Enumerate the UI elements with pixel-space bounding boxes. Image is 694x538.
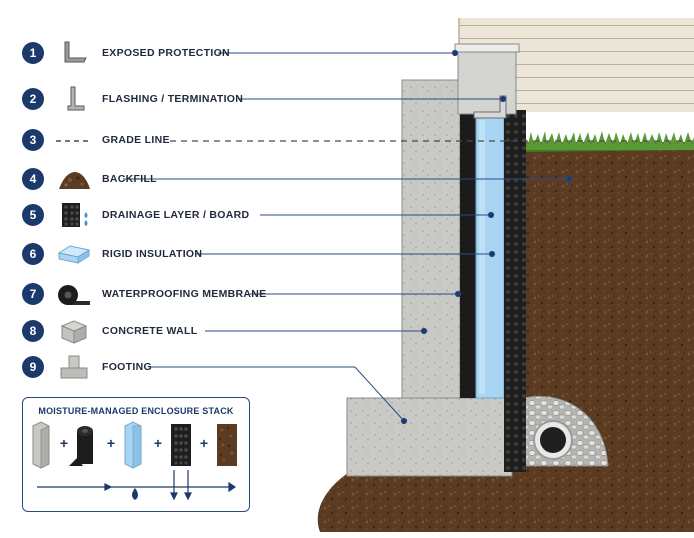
membrane-roll-icon	[58, 285, 90, 305]
legend-number: 8	[22, 320, 44, 342]
enclosure-stack-title: MOISTURE-MANAGED ENCLOSURE STACK	[38, 406, 234, 416]
enclosure-stack-panel: MOISTURE-MANAGED ENCLOSURE STACK	[22, 397, 250, 512]
legend-number: 7	[22, 283, 44, 305]
legend-label: EXPOSED PROTECTION	[102, 47, 230, 59]
grass	[524, 131, 694, 150]
dashed-line-icon	[56, 140, 92, 142]
stack-concrete-block-icon	[32, 421, 50, 469]
legend-number: 3	[22, 129, 44, 151]
legend-label: WATERPROOFING MEMBRANE	[102, 288, 267, 300]
legend-number: 4	[22, 168, 44, 190]
concrete-block-icon	[60, 320, 88, 344]
plus-sign: +	[60, 435, 68, 451]
legend-label: RIGID INSULATION	[102, 248, 203, 260]
stack-membrane-roll-icon	[69, 426, 93, 466]
insulation-board-icon	[57, 245, 91, 264]
enclosure-stack-graphic: + + + +	[32, 421, 237, 501]
legend-number: 1	[22, 42, 44, 64]
stack-dimple-board-icon	[171, 424, 191, 466]
legend-label: FOOTING	[102, 361, 152, 373]
protection-cap	[457, 47, 517, 115]
stack-soil-block-icon	[217, 424, 237, 466]
legend-label: FLASHING / TERMINATION	[102, 93, 244, 105]
termination-bar	[473, 95, 507, 119]
legend-number: 2	[22, 88, 44, 110]
legend-number: 9	[22, 356, 44, 378]
dimple-board-icon	[62, 203, 88, 227]
concrete-wall	[401, 79, 461, 399]
legend-label: CONCRETE WALL	[102, 325, 198, 337]
water-drop-icon	[132, 488, 138, 500]
plus-sign: +	[154, 435, 162, 451]
legend-label: BACKFILL	[102, 173, 157, 185]
drainage-board	[504, 110, 526, 472]
stack-insulation-board-icon	[124, 421, 142, 469]
angle-flashing-icon	[64, 41, 87, 63]
legend-number: 5	[22, 204, 44, 226]
soil-pile-icon	[59, 172, 90, 189]
termination-bar-icon	[67, 86, 85, 111]
legend-label: DRAINAGE LAYER / BOARD	[102, 209, 250, 221]
legend-label: GRADE LINE	[102, 134, 170, 146]
plus-sign: +	[107, 435, 115, 451]
footing-block-icon	[60, 355, 88, 379]
legend-number: 6	[22, 243, 44, 265]
plus-sign: +	[200, 435, 208, 451]
flow-arrows	[37, 470, 237, 501]
footing	[346, 397, 513, 477]
